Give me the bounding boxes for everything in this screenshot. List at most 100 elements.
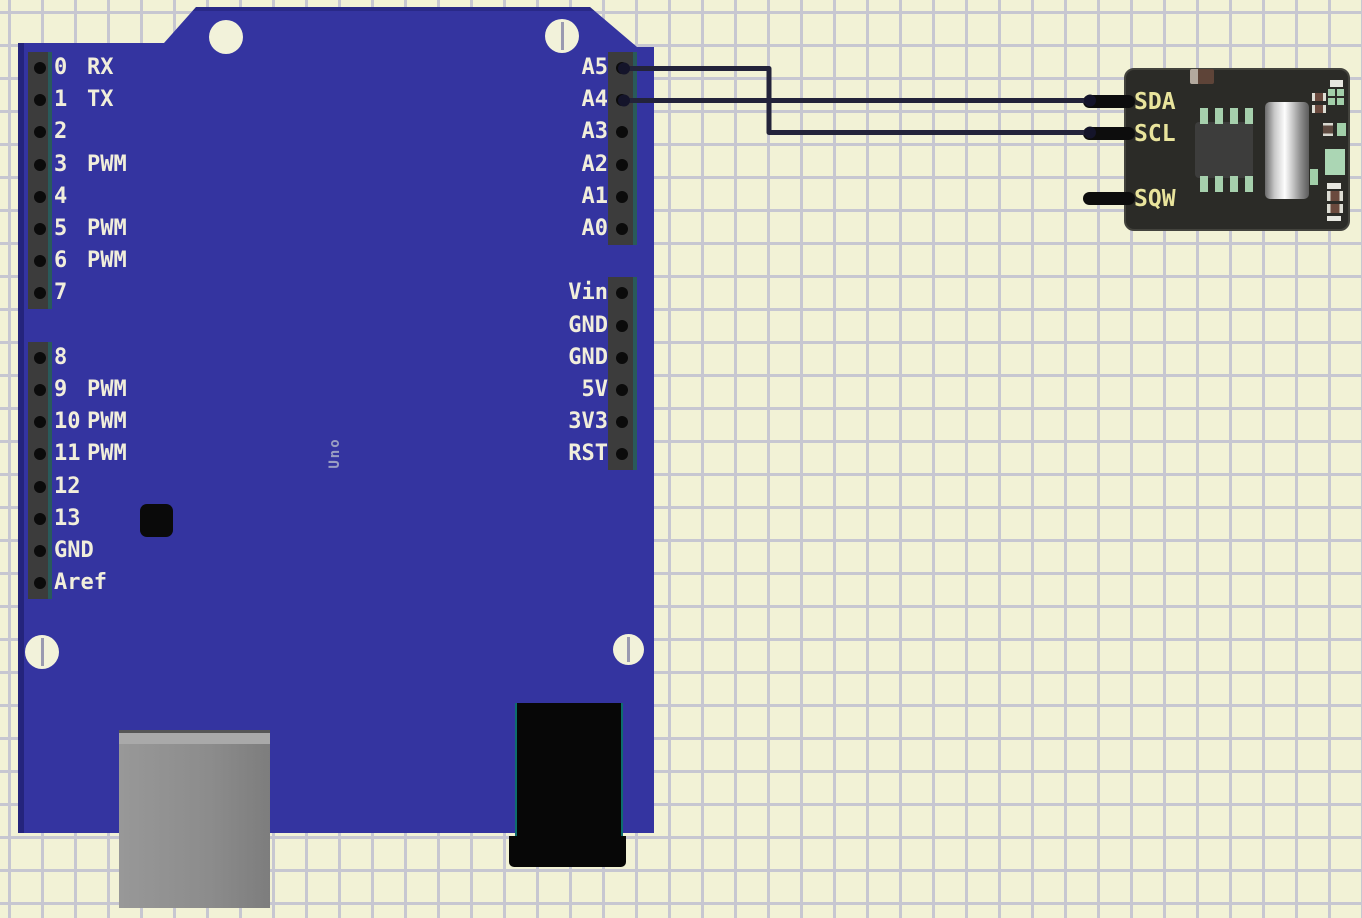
pin-number-label: 9: [54, 377, 68, 402]
chip-pin: [1200, 108, 1208, 124]
pin-number-label: 3: [54, 151, 68, 177]
rtc-pin-SCL[interactable]: [1083, 127, 1135, 141]
smd-resistor: [1323, 123, 1333, 136]
pin-label: A2: [581, 151, 609, 177]
pin-row-GND: GND: [455, 313, 655, 338]
smd-pad: [1327, 216, 1341, 221]
pin-0[interactable]: [34, 62, 46, 74]
pin-label: A5: [581, 55, 609, 80]
pin-4[interactable]: [34, 190, 46, 203]
pin-8[interactable]: [34, 351, 46, 364]
pin-5[interactable]: [34, 223, 46, 235]
pin-row-GND: GND: [28, 539, 208, 563]
board-name-label: Uno: [327, 437, 343, 469]
header-strip-analog: [608, 52, 637, 245]
smd-resistor: [1327, 204, 1343, 213]
pin-row-Vin: Vin: [455, 281, 655, 305]
pin-10[interactable]: [34, 416, 46, 429]
pin-9[interactable]: [34, 384, 46, 396]
pin-3V3[interactable]: [616, 416, 628, 429]
pin-number-label: 8: [54, 344, 68, 370]
pin-GND[interactable]: [616, 351, 628, 364]
pin-label: 3V3: [568, 409, 608, 435]
pin-number-label: 5: [54, 216, 68, 241]
pin-function-label: PWM: [87, 248, 127, 274]
pin-row-A3: A3: [455, 120, 655, 144]
rtc-pin-SDA[interactable]: [1083, 95, 1135, 108]
pin-7[interactable]: [34, 287, 46, 300]
smd-capacitor: [1325, 149, 1345, 175]
power-jack-flange: [509, 836, 626, 867]
pin-number-label: Aref: [54, 570, 107, 596]
smd-capacitor-top: [1190, 69, 1214, 84]
pin-label: A1: [581, 183, 609, 209]
pin-label: A0: [581, 216, 609, 241]
pin-GND[interactable]: [34, 545, 46, 557]
wire-endpoint[interactable]: [618, 94, 630, 107]
pin-row-Aref: Aref: [28, 571, 208, 595]
rtc-pin-SQW[interactable]: [1083, 191, 1135, 205]
screw-slot: [560, 22, 564, 50]
pin-number-label: 4: [54, 183, 68, 209]
pin-12[interactable]: [34, 480, 46, 493]
pin-function-label: PWM: [87, 216, 127, 241]
pin-label: A3: [581, 119, 609, 145]
wire-endpoint[interactable]: [1084, 94, 1096, 107]
mounting-hole-bottom-left: [25, 635, 59, 669]
pin-GND[interactable]: [616, 319, 628, 332]
smd-pad: [1328, 98, 1335, 105]
pin-function-label: TX: [87, 87, 114, 113]
pin-1[interactable]: [34, 94, 46, 107]
rtc-pin-label: SCL: [1134, 121, 1176, 148]
pin-11[interactable]: [34, 448, 46, 461]
pin-row-5V: 5V: [455, 378, 655, 402]
pin-2[interactable]: [34, 126, 46, 139]
pin-number-label: 12: [54, 473, 81, 499]
usb-connector-shield: [119, 733, 270, 744]
mounting-hole-top-right: [545, 19, 579, 53]
pin-label: RST: [568, 441, 608, 467]
wire-endpoint[interactable]: [618, 62, 630, 75]
pin-number-label: GND: [54, 538, 94, 563]
pin-Aref[interactable]: [34, 577, 46, 590]
pin-3[interactable]: [34, 158, 46, 171]
chip-pin: [1230, 108, 1238, 124]
smd-resistor: [1312, 105, 1326, 113]
pin-A3[interactable]: [616, 126, 628, 139]
header-strip-power: [608, 277, 637, 470]
smd-resistor: [1327, 191, 1343, 201]
smd-pad: [1337, 123, 1346, 136]
pin-row-A0: A0: [455, 217, 655, 241]
pin-number-label: 0: [54, 55, 68, 80]
pin-A2[interactable]: [616, 158, 628, 171]
wire-endpoint[interactable]: [1084, 126, 1096, 139]
chip-pin: [1215, 108, 1223, 124]
rtc-pin-label: SQW: [1134, 185, 1176, 212]
mounting-hole-bottom-right: [613, 634, 644, 665]
pin-A0[interactable]: [616, 223, 628, 235]
pin-row-5: 5 PWM: [28, 217, 208, 241]
pin-label: Vin: [568, 280, 608, 306]
pin-row-7: 7: [28, 281, 208, 305]
chip-pin: [1200, 176, 1208, 192]
pin-A1[interactable]: [616, 190, 628, 203]
pin-number-label: 13: [54, 505, 81, 531]
pin-Vin[interactable]: [616, 287, 628, 300]
pin-13[interactable]: [34, 512, 46, 525]
pin-row-A2: A2: [455, 151, 655, 177]
pin-function-label: PWM: [87, 151, 127, 177]
pin-6[interactable]: [34, 255, 46, 268]
smd-pad: [1328, 89, 1335, 96]
pin-5V[interactable]: [616, 384, 628, 396]
pin-number-label: 6: [54, 248, 68, 274]
pin-RST[interactable]: [616, 448, 628, 461]
arduino-uno-board[interactable]: Uno: [18, 7, 654, 833]
pin-number-label: 1: [54, 87, 68, 113]
